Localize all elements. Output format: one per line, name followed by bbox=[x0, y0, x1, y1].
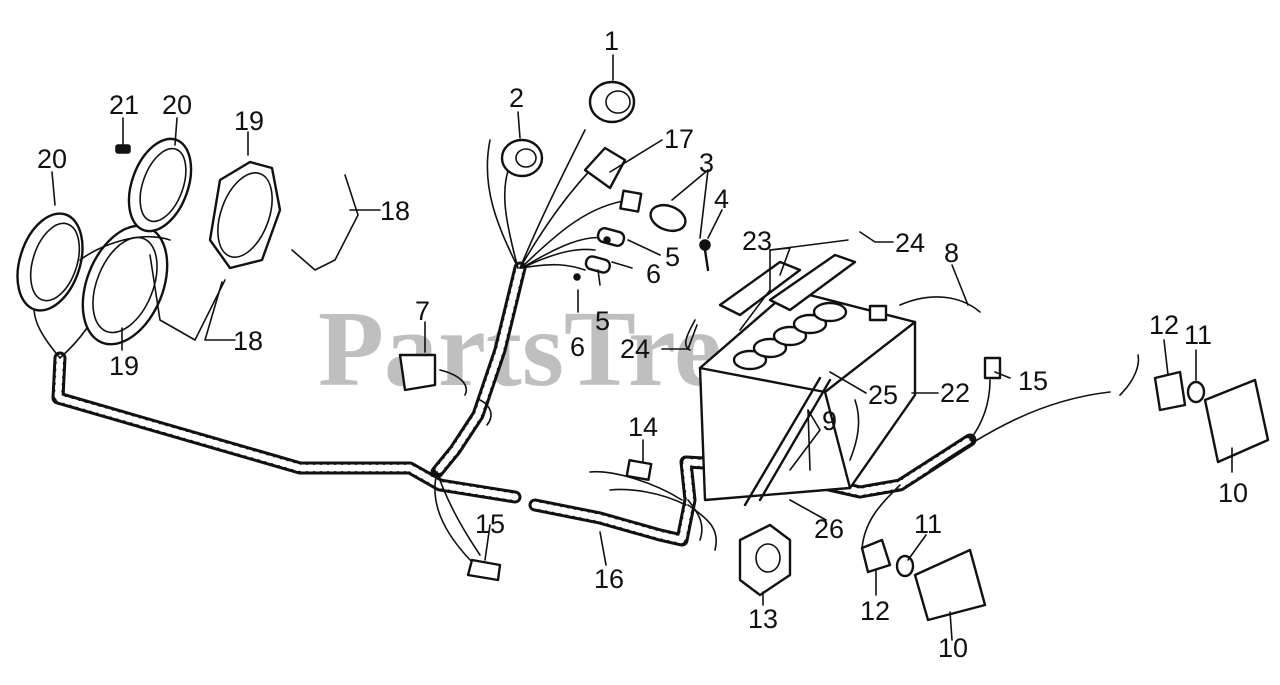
callout-26: 26 bbox=[814, 514, 844, 544]
callout-20b: 20 bbox=[37, 144, 67, 174]
callout-10b: 10 bbox=[938, 633, 968, 663]
callout-8: 8 bbox=[944, 238, 959, 268]
callout-11: 11 bbox=[1184, 320, 1212, 350]
callout-19: 19 bbox=[234, 106, 264, 136]
callout-10: 10 bbox=[1218, 478, 1248, 508]
callout-19b: 19 bbox=[109, 351, 139, 381]
callout-6: 6 bbox=[646, 259, 661, 289]
wiring-harness bbox=[51, 261, 977, 547]
callout-18: 18 bbox=[380, 196, 410, 226]
callout-5: 5 bbox=[665, 242, 680, 272]
callout-17: 17 bbox=[664, 124, 694, 154]
callout-12b: 12 bbox=[860, 596, 890, 626]
callout-16: 16 bbox=[594, 564, 624, 594]
callout-13: 13 bbox=[748, 604, 778, 634]
watermark: PartsTree bbox=[318, 290, 770, 409]
callout-20: 20 bbox=[162, 90, 192, 120]
callout-18b: 18 bbox=[233, 326, 263, 356]
leader-lines bbox=[51, 54, 1233, 641]
callout-12: 12 bbox=[1149, 310, 1179, 340]
callout-24: 24 bbox=[895, 228, 925, 258]
dash-components bbox=[398, 80, 711, 396]
callout-21: 21 bbox=[109, 90, 139, 120]
callout-labels: 1 2 3 4 5 5 6 6 7 8 9 10 10 11 11 12 12 … bbox=[37, 26, 1248, 663]
callout-25: 25 bbox=[868, 380, 898, 410]
callout-3: 3 bbox=[699, 148, 714, 178]
callout-2: 2 bbox=[509, 83, 524, 113]
battery-assembly bbox=[685, 253, 981, 507]
callout-23: 23 bbox=[742, 226, 772, 256]
callout-15b: 15 bbox=[475, 509, 505, 539]
callout-9: 9 bbox=[822, 406, 837, 436]
callout-5b: 5 bbox=[595, 306, 610, 336]
callout-11b: 11 bbox=[914, 509, 942, 539]
headlight-assembly bbox=[16, 137, 359, 346]
callout-6b: 6 bbox=[570, 332, 585, 362]
callout-14: 14 bbox=[628, 412, 658, 442]
branch-wires bbox=[33, 129, 1111, 566]
callout-1: 1 bbox=[604, 26, 619, 56]
callout-7: 7 bbox=[415, 296, 430, 326]
misc-components bbox=[466, 354, 1270, 622]
callout-22: 22 bbox=[940, 378, 970, 408]
callout-4: 4 bbox=[714, 184, 729, 214]
callout-15: 15 bbox=[1018, 366, 1048, 396]
callout-24b: 24 bbox=[620, 334, 650, 364]
